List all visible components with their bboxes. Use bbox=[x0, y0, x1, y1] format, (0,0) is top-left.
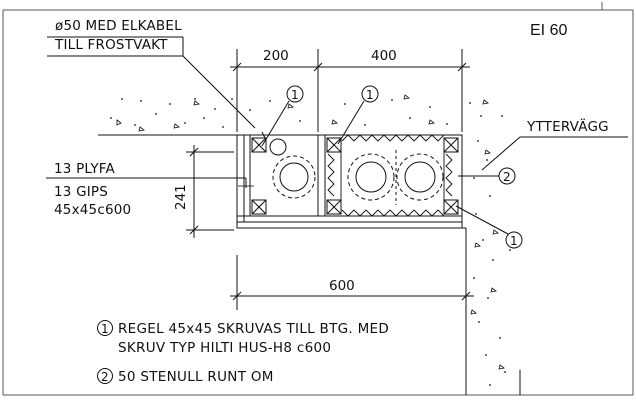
concrete-stipple bbox=[110, 98, 511, 386]
dimension-200: 200 bbox=[263, 48, 289, 64]
layer-label-plyfa: 13 PLYFA bbox=[54, 161, 116, 177]
concrete-slab bbox=[98, 134, 521, 395]
note-1-line1: REGEL 45x45 SKRUVAS TILL BTG. MED bbox=[118, 321, 389, 337]
dimension-top bbox=[230, 49, 470, 132]
outer-wall-leader-diag bbox=[481, 136, 521, 171]
concrete-aggregate bbox=[116, 94, 505, 370]
cable-label-line1: ø50 MED ELKABEL bbox=[55, 18, 182, 34]
note-2-marker: 2 bbox=[101, 370, 109, 384]
callout-marker-2: 2 bbox=[458, 167, 516, 185]
callout-marker-1b: 1 bbox=[337, 85, 379, 145]
notes: 1 REGEL 45x45 SKRUVAS TILL BTG. MED SKRU… bbox=[97, 320, 389, 385]
cable-label-line2: TILL FROSTVAKT bbox=[54, 37, 168, 53]
pipes bbox=[269, 138, 444, 205]
outer-wall-label: YTTERVÄGG bbox=[526, 117, 609, 135]
dimension-600: 600 bbox=[329, 278, 355, 294]
dimension-241: 241 bbox=[173, 184, 189, 210]
note-1-line2: SKRUV TYP HILTI HUS-H8 c600 bbox=[118, 340, 331, 356]
layer-labels: 13 PLYFA 13 GIPS 45x45c600 bbox=[46, 161, 254, 218]
dimension-vertical bbox=[186, 145, 234, 238]
marker-label: 1 bbox=[510, 234, 518, 248]
dimension-400: 400 bbox=[371, 48, 397, 64]
note-1-marker: 1 bbox=[101, 322, 109, 336]
dimension-bottom bbox=[230, 255, 474, 310]
sheet-frame bbox=[2, 2, 634, 396]
layer-label-stud: 45x45c600 bbox=[54, 202, 131, 218]
note-2: 50 STENULL RUNT OM bbox=[118, 369, 274, 385]
marker-label: 1 bbox=[366, 88, 374, 102]
fire-rating: EI 60 bbox=[530, 22, 567, 39]
callout-marker-1a: 1 bbox=[261, 85, 304, 147]
timber-studs bbox=[251, 137, 459, 215]
marker-label: 2 bbox=[503, 170, 511, 184]
callout-marker-1c: 1 bbox=[455, 205, 523, 249]
layer-label-gips: 13 GIPS bbox=[54, 184, 108, 200]
cable-label: ø50 MED ELKABEL TILL FROSTVAKT bbox=[47, 18, 267, 141]
marker-label: 1 bbox=[291, 88, 299, 102]
mineral-wool-insulation bbox=[327, 134, 453, 217]
